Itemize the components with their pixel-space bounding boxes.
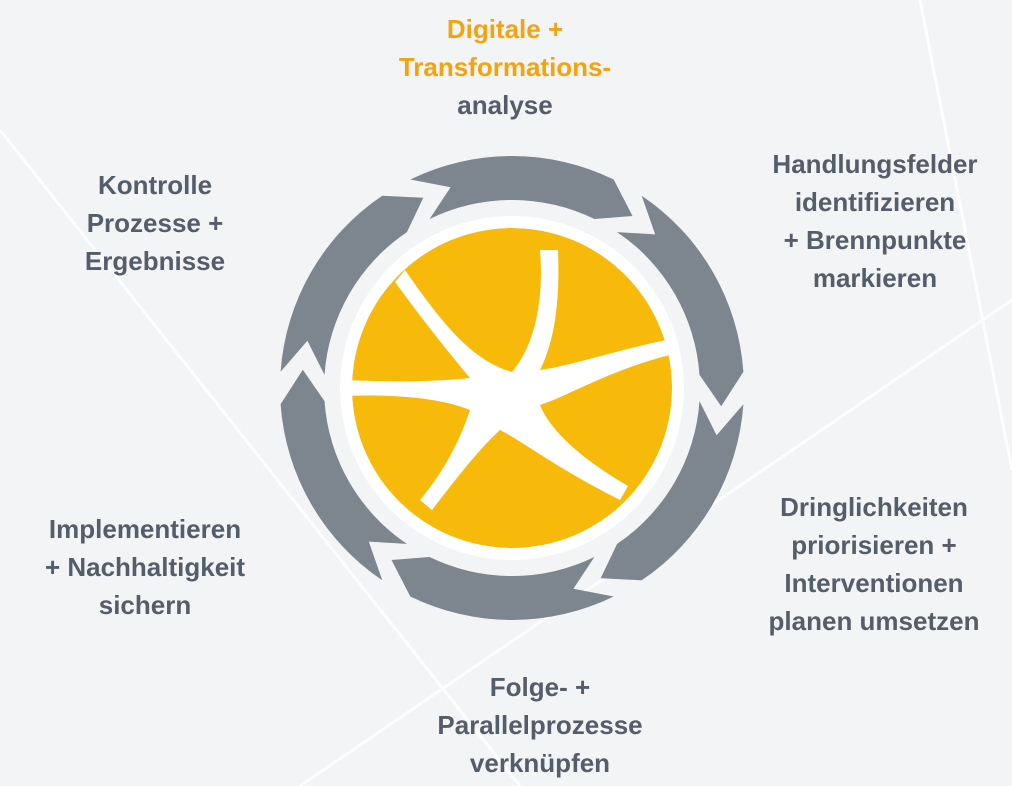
step-5-line-1: Implementieren	[48, 514, 242, 544]
step-1-line-2: Transformations-	[398, 52, 612, 82]
step-1-line-3: analyse	[457, 90, 553, 120]
central-hub	[352, 228, 672, 548]
cycle-arrow-segment-3	[600, 401, 744, 581]
step-2-line-4: markieren	[812, 263, 938, 293]
step-label-handlungsfelder: Handlungsfelder identifizieren + Brennpu…	[740, 145, 1010, 297]
cycle-arrow-segment-6	[280, 195, 424, 375]
step-label-implementieren: Implementieren + Nachhaltigkeit sichern	[10, 510, 280, 624]
step-4-line-1: Folge- +	[489, 672, 591, 702]
step-6-line-2: Prozesse +	[86, 208, 224, 238]
step-label-analyse: Digitale + Transformations- analyse	[360, 10, 650, 124]
step-4-line-2: Parallelprozesse	[437, 710, 643, 740]
step-2-line-1: Handlungsfelder	[772, 149, 978, 179]
step-3-line-2: priorisieren +	[791, 530, 957, 560]
step-3-line-4: planen umsetzen	[768, 606, 980, 636]
step-3-line-3: Interventionen	[784, 568, 964, 598]
step-6-line-3: Ergebnisse	[84, 246, 226, 276]
hub-separator-shape	[352, 250, 670, 510]
step-label-dringlichkeiten: Dringlichkeiten priorisieren + Intervent…	[738, 488, 1010, 640]
step-label-kontrolle: Kontrolle Prozesse + Ergebnisse	[40, 166, 270, 280]
step-3-line-1: Dringlichkeiten	[780, 492, 968, 522]
step-4-line-3: verknüpfen	[469, 748, 611, 778]
step-6-line-1: Kontrolle	[97, 170, 213, 200]
cycle-arrow-segment-4	[391, 557, 614, 620]
cycle-arrow-segment-1	[410, 156, 633, 219]
cycle-arrow-segment-5	[280, 369, 407, 581]
step-2-line-3: + Brennpunkte	[783, 225, 967, 255]
step-1-line-1: Digitale +	[446, 14, 564, 44]
step-5-line-3: sichern	[98, 590, 192, 620]
step-2-line-2: identifizieren	[794, 187, 956, 217]
step-label-folgeprozesse: Folge- + Parallelprozesse verknüpfen	[400, 668, 680, 782]
cycle-arrow-ring	[280, 156, 744, 620]
cycle-arrow-segment-2	[617, 195, 744, 407]
step-5-line-2: + Nachhaltigkeit	[44, 552, 246, 582]
